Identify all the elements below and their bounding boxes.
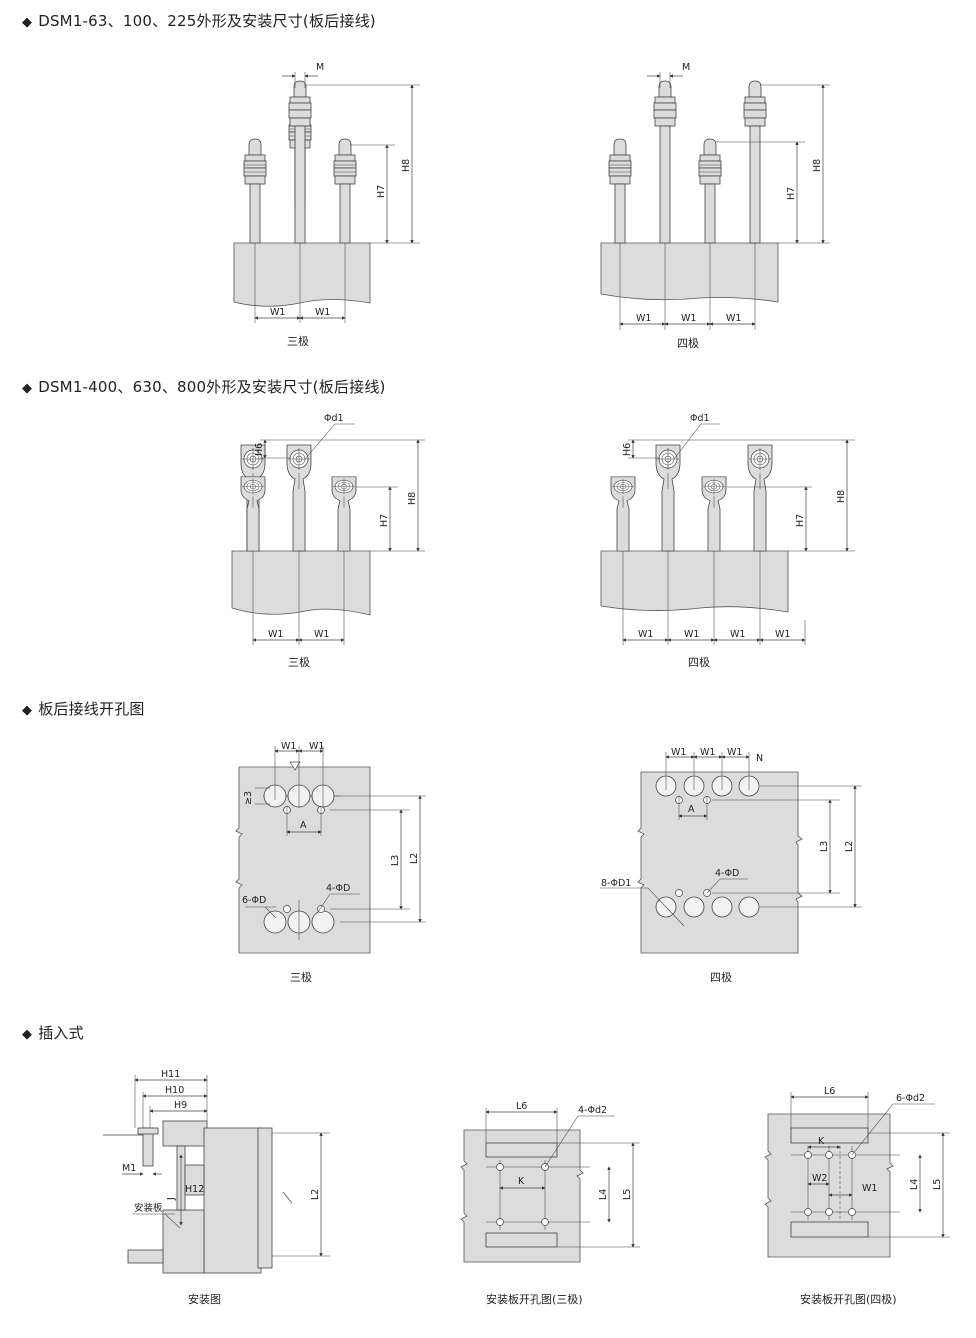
dimension-label: K <box>518 1176 525 1187</box>
dimension-label: K <box>818 1136 825 1147</box>
dimension-label: H7 <box>376 185 387 198</box>
dimension-label: 安装板开孔图(三极) <box>486 1292 583 1306</box>
dimension-label: H7 <box>379 514 390 527</box>
s4-panel-cutout-four: K W2 W1 L6 6-Φd2 L4 L5 安装板开孔图(四极) <box>764 1086 950 1306</box>
section-heading-3: ◆板后接线开孔图 <box>22 700 145 718</box>
dimension-label: 三极 <box>288 655 310 669</box>
dimension-label: H11 <box>161 1069 180 1080</box>
dimension-label: W1 <box>726 313 741 324</box>
dimension-label: H7 <box>786 187 797 200</box>
s2-four-pole: W1 W1 W1 W1 H6 Φd1 H7 H8 四极 <box>600 413 855 669</box>
dimension-label: L3 <box>390 855 401 866</box>
dimension-label: H10 <box>165 1085 184 1096</box>
dimension-label: L6 <box>824 1086 835 1097</box>
dimension-label: L2 <box>844 841 855 852</box>
dimension-label: W1 <box>309 741 324 752</box>
dimension-label: W1 <box>775 629 790 640</box>
dimension-label: Φd1 <box>324 413 344 424</box>
dimension-label: W1 <box>270 307 285 318</box>
dimension-label: Φd1 <box>690 413 710 424</box>
dimension-label: N <box>756 753 763 764</box>
dimension-label: L4 <box>598 1189 609 1200</box>
dimension-label: M1 <box>122 1163 136 1174</box>
dimension-label: W1 <box>684 629 699 640</box>
dimension-label: L2 <box>310 1189 321 1200</box>
dimension-label: 4-Φd2 <box>578 1105 607 1116</box>
dimension-label: M <box>316 62 324 73</box>
dimension-label: 四极 <box>677 336 699 350</box>
diamond-bullet-icon: ◆ <box>22 1027 33 1042</box>
dimension-label: 8-ΦD1 <box>601 878 631 889</box>
dimension-label: W1 <box>281 741 296 752</box>
dimension-label: 三极 <box>290 970 312 984</box>
diamond-bullet-icon: ◆ <box>22 15 33 30</box>
dimension-label: H7 <box>795 514 806 527</box>
dimension-label: ≥3 <box>243 791 254 805</box>
section-heading-1: ◆DSM1-63、100、225外形及安装尺寸(板后接线) <box>22 12 376 30</box>
dimension-label: A <box>688 804 695 815</box>
dimension-label: H8 <box>401 159 412 172</box>
dimension-label: H8 <box>407 492 418 505</box>
dimension-label: W1 <box>315 307 330 318</box>
dimension-label: H8 <box>836 490 847 503</box>
dimension-label: L4 <box>909 1179 920 1190</box>
diamond-bullet-icon: ◆ <box>22 703 33 718</box>
section-heading-4: ◆插入式 <box>22 1024 84 1042</box>
dimension-label: 安装图 <box>188 1292 221 1306</box>
dimension-label: 4-ΦD <box>715 868 739 879</box>
dimension-label: W1 <box>671 747 686 758</box>
s1-four-pole: W1 W1 W1 M H7 H8 四极 <box>600 62 830 350</box>
dimension-label: W1 <box>727 747 742 758</box>
dimension-label: H9 <box>174 1100 187 1111</box>
dimension-label: W1 <box>314 629 329 640</box>
dimension-label: M <box>682 62 690 73</box>
dimension-label: J <box>166 1197 177 1201</box>
dimension-label: 四极 <box>710 970 732 984</box>
dimension-label: H12 <box>185 1184 204 1195</box>
dimension-label: W1 <box>638 629 653 640</box>
dimension-label: W2 <box>812 1173 827 1184</box>
dimension-label: H8 <box>812 159 823 172</box>
s4-panel-cutout-three: K L6 4-Φd2 L4 L5 安装板开孔图(三极) <box>460 1101 640 1306</box>
dimension-label: 安装板开孔图(四极) <box>800 1292 897 1306</box>
dimension-label: 6-Φd2 <box>896 1093 925 1104</box>
section-heading-2: ◆DSM1-400、630、800外形及安装尺寸(板后接线) <box>22 378 386 396</box>
s4-install-drawing: H11 H10 H9 M1 J H12 安装板 L2 安装图 <box>103 1069 330 1306</box>
s3-three-pole-cutout: W1 W1 A ≥3 L3 L2 6-ΦD 4-ΦD 三极 <box>235 741 426 984</box>
diamond-bullet-icon: ◆ <box>22 381 33 396</box>
dimension-label: W1 <box>681 313 696 324</box>
dimension-label: H6 <box>622 443 633 456</box>
dimension-label: L5 <box>622 1189 633 1200</box>
dimension-label: H6 <box>254 443 265 456</box>
s2-three-pole: W1 W1 H6 Φd1 H7 H8 三极 <box>231 413 425 669</box>
dimension-label: W1 <box>700 747 715 758</box>
dimension-label: W1 <box>636 313 651 324</box>
dimension-label: 三极 <box>287 334 309 348</box>
dimension-label: 6-ΦD <box>242 895 266 906</box>
dimension-label: 安装板 <box>134 1202 163 1214</box>
dimension-label: W1 <box>862 1183 877 1194</box>
dimension-label: L2 <box>409 853 420 864</box>
dimension-label: 4-ΦD <box>326 883 350 894</box>
dimension-label: 四极 <box>688 655 710 669</box>
s3-four-pole-cutout: W1 W1 W1 N A L3 L2 8-ΦD1 4-ΦD 四极 <box>600 747 862 984</box>
s1-three-pole: W1 W1 M H7 H8 三极 <box>233 62 420 348</box>
dimension-label: W1 <box>730 629 745 640</box>
dimension-label: L3 <box>819 841 830 852</box>
dimension-label: L5 <box>932 1179 943 1190</box>
dimension-label: A <box>300 820 307 831</box>
dimension-label: L6 <box>516 1101 527 1112</box>
dimension-label: W1 <box>268 629 283 640</box>
